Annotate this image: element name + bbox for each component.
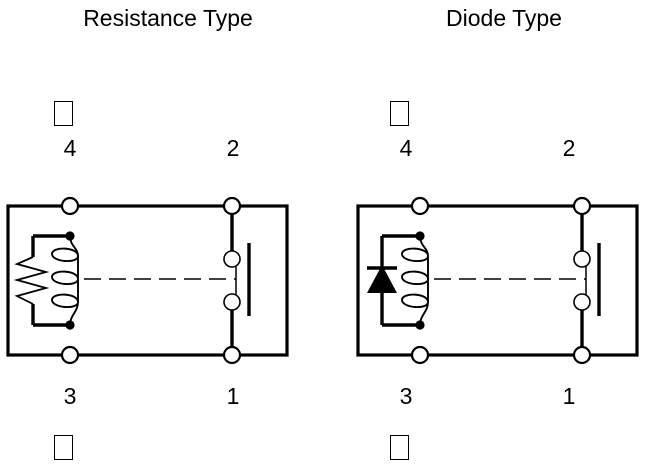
terminal-node-4 (60, 196, 80, 216)
panel-title-diode-type: Diode Type (446, 5, 562, 31)
coil-icon (51, 235, 79, 326)
terminal-node-1 (222, 345, 242, 365)
terminal-label-2: 2 (226, 135, 240, 161)
bottom-marker-square (54, 435, 73, 460)
panel-resistance-type: Resistance Type 4 2 3 1 (6, 5, 289, 460)
panel-diode-type: Diode Type 4 2 3 1 (336, 0, 672, 474)
terminal-label-3: 3 (399, 383, 413, 409)
junction-dot-top (415, 231, 425, 241)
zigzag-resistor-icon (13, 256, 50, 305)
coil-icon (401, 235, 429, 326)
junction-dot-top (65, 231, 75, 241)
diode-type-circuit (356, 196, 639, 365)
relay-outline-box (356, 204, 639, 357)
terminal-label-1: 1 (226, 383, 240, 409)
contact-circle-upper (223, 250, 241, 268)
bottom-marker-square (390, 435, 409, 460)
contact-circle-lower (223, 293, 241, 311)
terminal-node-3 (410, 345, 430, 365)
terminal-node-3 (60, 345, 80, 365)
terminal-node-4 (410, 196, 430, 216)
panel-title-resistance-type: Resistance Type (83, 5, 253, 31)
terminal-node-1 (572, 345, 592, 365)
resistance-type-circuit (6, 196, 289, 365)
terminal-label-4: 4 (399, 135, 413, 161)
diode-anode-triangle (367, 265, 397, 293)
contact-circle-lower (573, 293, 591, 311)
terminal-node-2 (572, 196, 592, 216)
top-marker-square (54, 101, 73, 126)
relay-outline-box (6, 204, 289, 357)
terminal-label-3: 3 (63, 383, 77, 409)
contact-circle-upper (573, 250, 591, 268)
top-marker-square (390, 101, 409, 126)
terminal-node-2 (222, 196, 242, 216)
junction-dot-bottom (65, 320, 75, 330)
terminal-label-4: 4 (63, 135, 77, 161)
terminal-label-1: 1 (562, 383, 576, 409)
junction-dot-bottom (415, 320, 425, 330)
terminal-label-2: 2 (562, 135, 576, 161)
